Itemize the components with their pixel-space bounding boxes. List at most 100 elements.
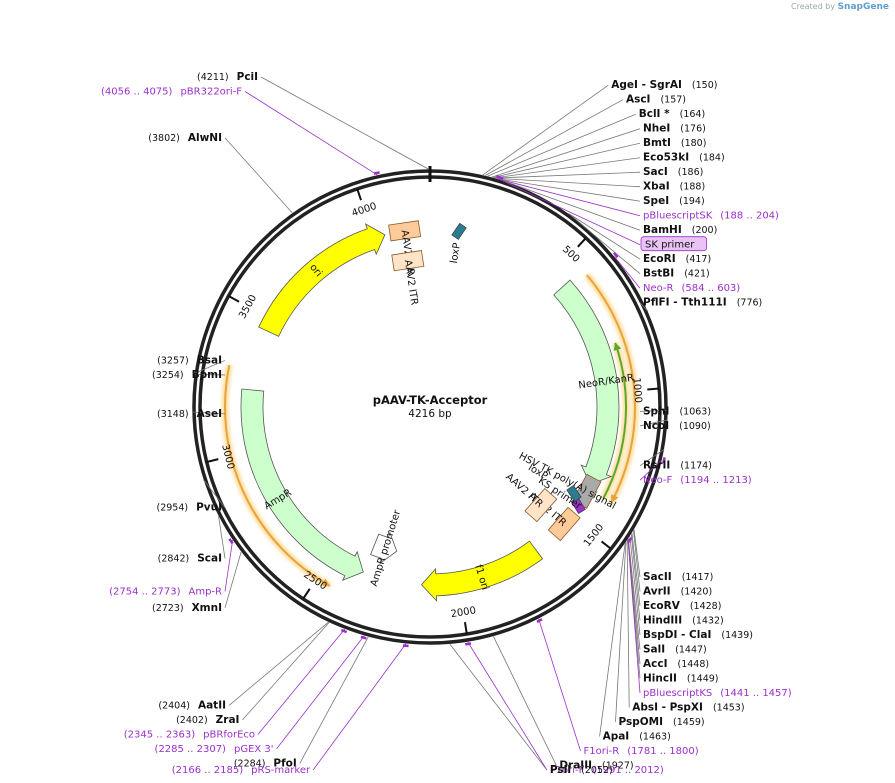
site-bamhi-10[interactable]: BamHI(200) (643, 224, 717, 236)
site-saci-7[interactable]: SacI(186) (643, 166, 703, 178)
site-nhei-4-name: NheI (643, 123, 670, 135)
site-bmti-5-pos: (180) (681, 138, 707, 149)
tick-mark-4000 (356, 188, 362, 201)
site-hincii-24[interactable]: HincII(1449) (643, 672, 719, 684)
primer-pbrforeco-10[interactable]: (2345 .. 2363) pBRforEco (124, 729, 255, 740)
site-aatii-32[interactable]: (2404)AatII (158, 699, 226, 711)
site-pflfi-tth111i-13[interactable]: PflFI - Tth111I(776) (643, 297, 762, 309)
site-ecori-11[interactable]: EcoRI(417) (643, 253, 711, 265)
tick-label-4000: 4000 (351, 201, 379, 219)
site-bcli-3-text: BclI *(164) (639, 108, 705, 120)
orf-arrowhead-0 (611, 494, 619, 503)
primer-amp-r-11-name: (2754 .. 2773) (109, 586, 181, 597)
site-bspdi-clai-21-text: BspDI - ClaI(1439) (643, 629, 753, 641)
site-asci-2[interactable]: AscI(157) (626, 94, 686, 106)
site-bsai-38[interactable]: (3257)BsaI (157, 354, 222, 366)
site-xmni-33-line (224, 551, 242, 608)
site-avrii-18-pos: (1420) (681, 586, 713, 597)
site-bspdi-clai-21[interactable]: BspDI - ClaI(1439) (643, 629, 753, 641)
site-spei-9-line (497, 178, 641, 202)
primer-f1ori-f-7[interactable]: F1ori-F(1991 .. 2012) (550, 765, 664, 776)
site-psii-29[interactable]: PsiI(2052) (550, 764, 613, 776)
primer-neo-f-4-mark (662, 457, 666, 464)
site-avrii-18-line (633, 530, 641, 592)
site-hindiii-20[interactable]: HindIII(1432) (643, 614, 724, 626)
orf-track-1 (224, 364, 331, 587)
primer-pbr322ori-f-0[interactable]: (4056 .. 4075)pBR322ori-F (101, 87, 242, 98)
site-nhei-4[interactable]: NheI(176) (643, 123, 706, 135)
site-ecorv-19-line (631, 532, 641, 606)
site-sacii-17[interactable]: SacII(1417) (643, 571, 713, 583)
site-sphi-14[interactable]: SphI(1063) (643, 405, 711, 417)
site-acci-23[interactable]: AccI(1448) (643, 658, 709, 670)
site-sphi-14-name: SphI (643, 405, 669, 417)
site-absi-pspxi-25-line (626, 540, 630, 708)
site-pcii-0-line (260, 76, 429, 170)
site-xmni-33-text: (2723)XmnI (152, 602, 222, 614)
site-pspomi-26-line (615, 542, 627, 722)
site-alwni-39-name: AlwNI (188, 132, 222, 144)
site-zrai-31[interactable]: (2402)ZraI (176, 714, 239, 726)
site-pspomi-26[interactable]: PspOMI(1459) (618, 716, 704, 728)
site-agei-sgrai-1[interactable]: AgeI - SgrAI(150) (611, 79, 717, 91)
site-pcii-0[interactable]: (4211)PciI (197, 71, 258, 83)
site-apai-27-text: ApaI(1463) (603, 730, 671, 742)
site-draiii-28[interactable]: DraIII(1927) (559, 759, 633, 771)
site-pfoi-30[interactable]: (2284)PfoI (234, 757, 297, 769)
site-pcii-0-text: (4211)PciI (197, 71, 258, 83)
site-apai-27[interactable]: ApaI(1463) (603, 730, 671, 742)
site-bsai-38-line (194, 360, 226, 374)
primer-neo-r-3[interactable]: Neo-R(584 .. 603) (643, 283, 740, 294)
site-scai-34[interactable]: (2842)ScaI (158, 552, 222, 564)
site-pvui-35[interactable]: (2954)PvuI (156, 502, 222, 514)
primer-pbluescriptks-5[interactable]: pBluescriptKS(1441 .. 1457) (643, 688, 792, 699)
primer-pbrforeco-10-range: pBRforEco (203, 729, 255, 740)
site-ncoi-15[interactable]: NcoI(1090) (643, 420, 711, 432)
primer-pgex-3-9[interactable]: (2285 .. 2307)pGEX 3' (155, 744, 274, 755)
site-pspomi-26-pos: (1459) (673, 717, 705, 728)
site-scai-34-pos: (2842) (158, 553, 190, 564)
site-avrii-18[interactable]: AvrII(1420) (643, 585, 712, 597)
site-eco53ki-6-text: Eco53kI(184) (643, 152, 725, 164)
primer-prs-marker-8[interactable]: (2166 .. 2185)pRS-marker (172, 765, 311, 776)
site-saci-7-line (495, 171, 641, 179)
site-agei-sgrai-1-text: AgeI - SgrAI(150) (611, 79, 717, 91)
primer-pbluescriptks-5-name: pBluescriptKS (643, 688, 712, 699)
tick-mark-3500 (228, 295, 240, 303)
site-rsrii-16[interactable]: RsrII(1174) (643, 460, 712, 472)
site-ecorv-19[interactable]: EcoRV(1428) (643, 600, 721, 612)
site-xbai-8[interactable]: XbaI(188) (643, 181, 705, 193)
site-xbai-8-pos: (188) (680, 182, 706, 193)
site-pvui-35-pos: (2954) (156, 503, 188, 514)
site-bpmi-37[interactable]: (3254)BpmI (152, 369, 222, 381)
primer-prs-marker-8-name: (2166 .. 2185) (172, 765, 244, 776)
primer-f1ori-r-6[interactable]: F1ori-R(1781 .. 1800) (584, 746, 699, 757)
primer-amp-r-11[interactable]: (2754 .. 2773) Amp-R (109, 586, 222, 597)
site-asei-36[interactable]: (3148)AseI (157, 408, 222, 420)
site-xmni-33[interactable]: (2723)XmnI (152, 602, 222, 614)
primer-pbrforeco-10-name: (2345 .. 2363) (124, 729, 196, 740)
primer-pbr322ori-f-0-name: (4056 .. 4075) (101, 87, 173, 98)
feature-ampr-12 (240, 388, 364, 582)
site-bmti-5[interactable]: BmtI(180) (643, 137, 706, 149)
site-hindiii-20-pos: (1432) (692, 615, 724, 626)
primer-pbluescriptks-5-line (627, 539, 641, 693)
primer-neo-f-4-line (639, 459, 663, 481)
primer-amp-r-11-range: Amp-R (189, 586, 223, 597)
site-absi-pspxi-25[interactable]: AbsI - PspXI(1453) (632, 701, 744, 713)
site-eco53ki-6[interactable]: Eco53kI(184) (643, 152, 725, 164)
primer-neo-f-4[interactable]: Neo-F(1194 .. 1213) (643, 475, 752, 486)
site-asci-2-line (484, 99, 624, 176)
site-bcli-3[interactable]: BclI *(164) (639, 108, 705, 120)
site-sali-22[interactable]: SalI(1447) (643, 643, 707, 655)
site-bstbi-12[interactable]: BstBI(421) (643, 268, 710, 280)
site-spei-9[interactable]: SpeI(194) (643, 195, 705, 207)
site-ncoi-15-text: NcoI(1090) (643, 420, 711, 432)
site-saci-7-name: SacI (643, 166, 668, 178)
site-alwni-39[interactable]: (3802)AlwNI (148, 132, 222, 144)
site-bamhi-10-name: BamHI (643, 224, 682, 236)
primer-sk-primer-2[interactable]: SK primer (640, 236, 707, 252)
site-pfoi-30-name: PfoI (273, 757, 296, 769)
site-pflfi-tth111i-13-name: PflFI - Tth111I (643, 297, 727, 309)
primer-pbluescriptsk-1[interactable]: pBluescriptSK(188 .. 204) (643, 211, 779, 222)
